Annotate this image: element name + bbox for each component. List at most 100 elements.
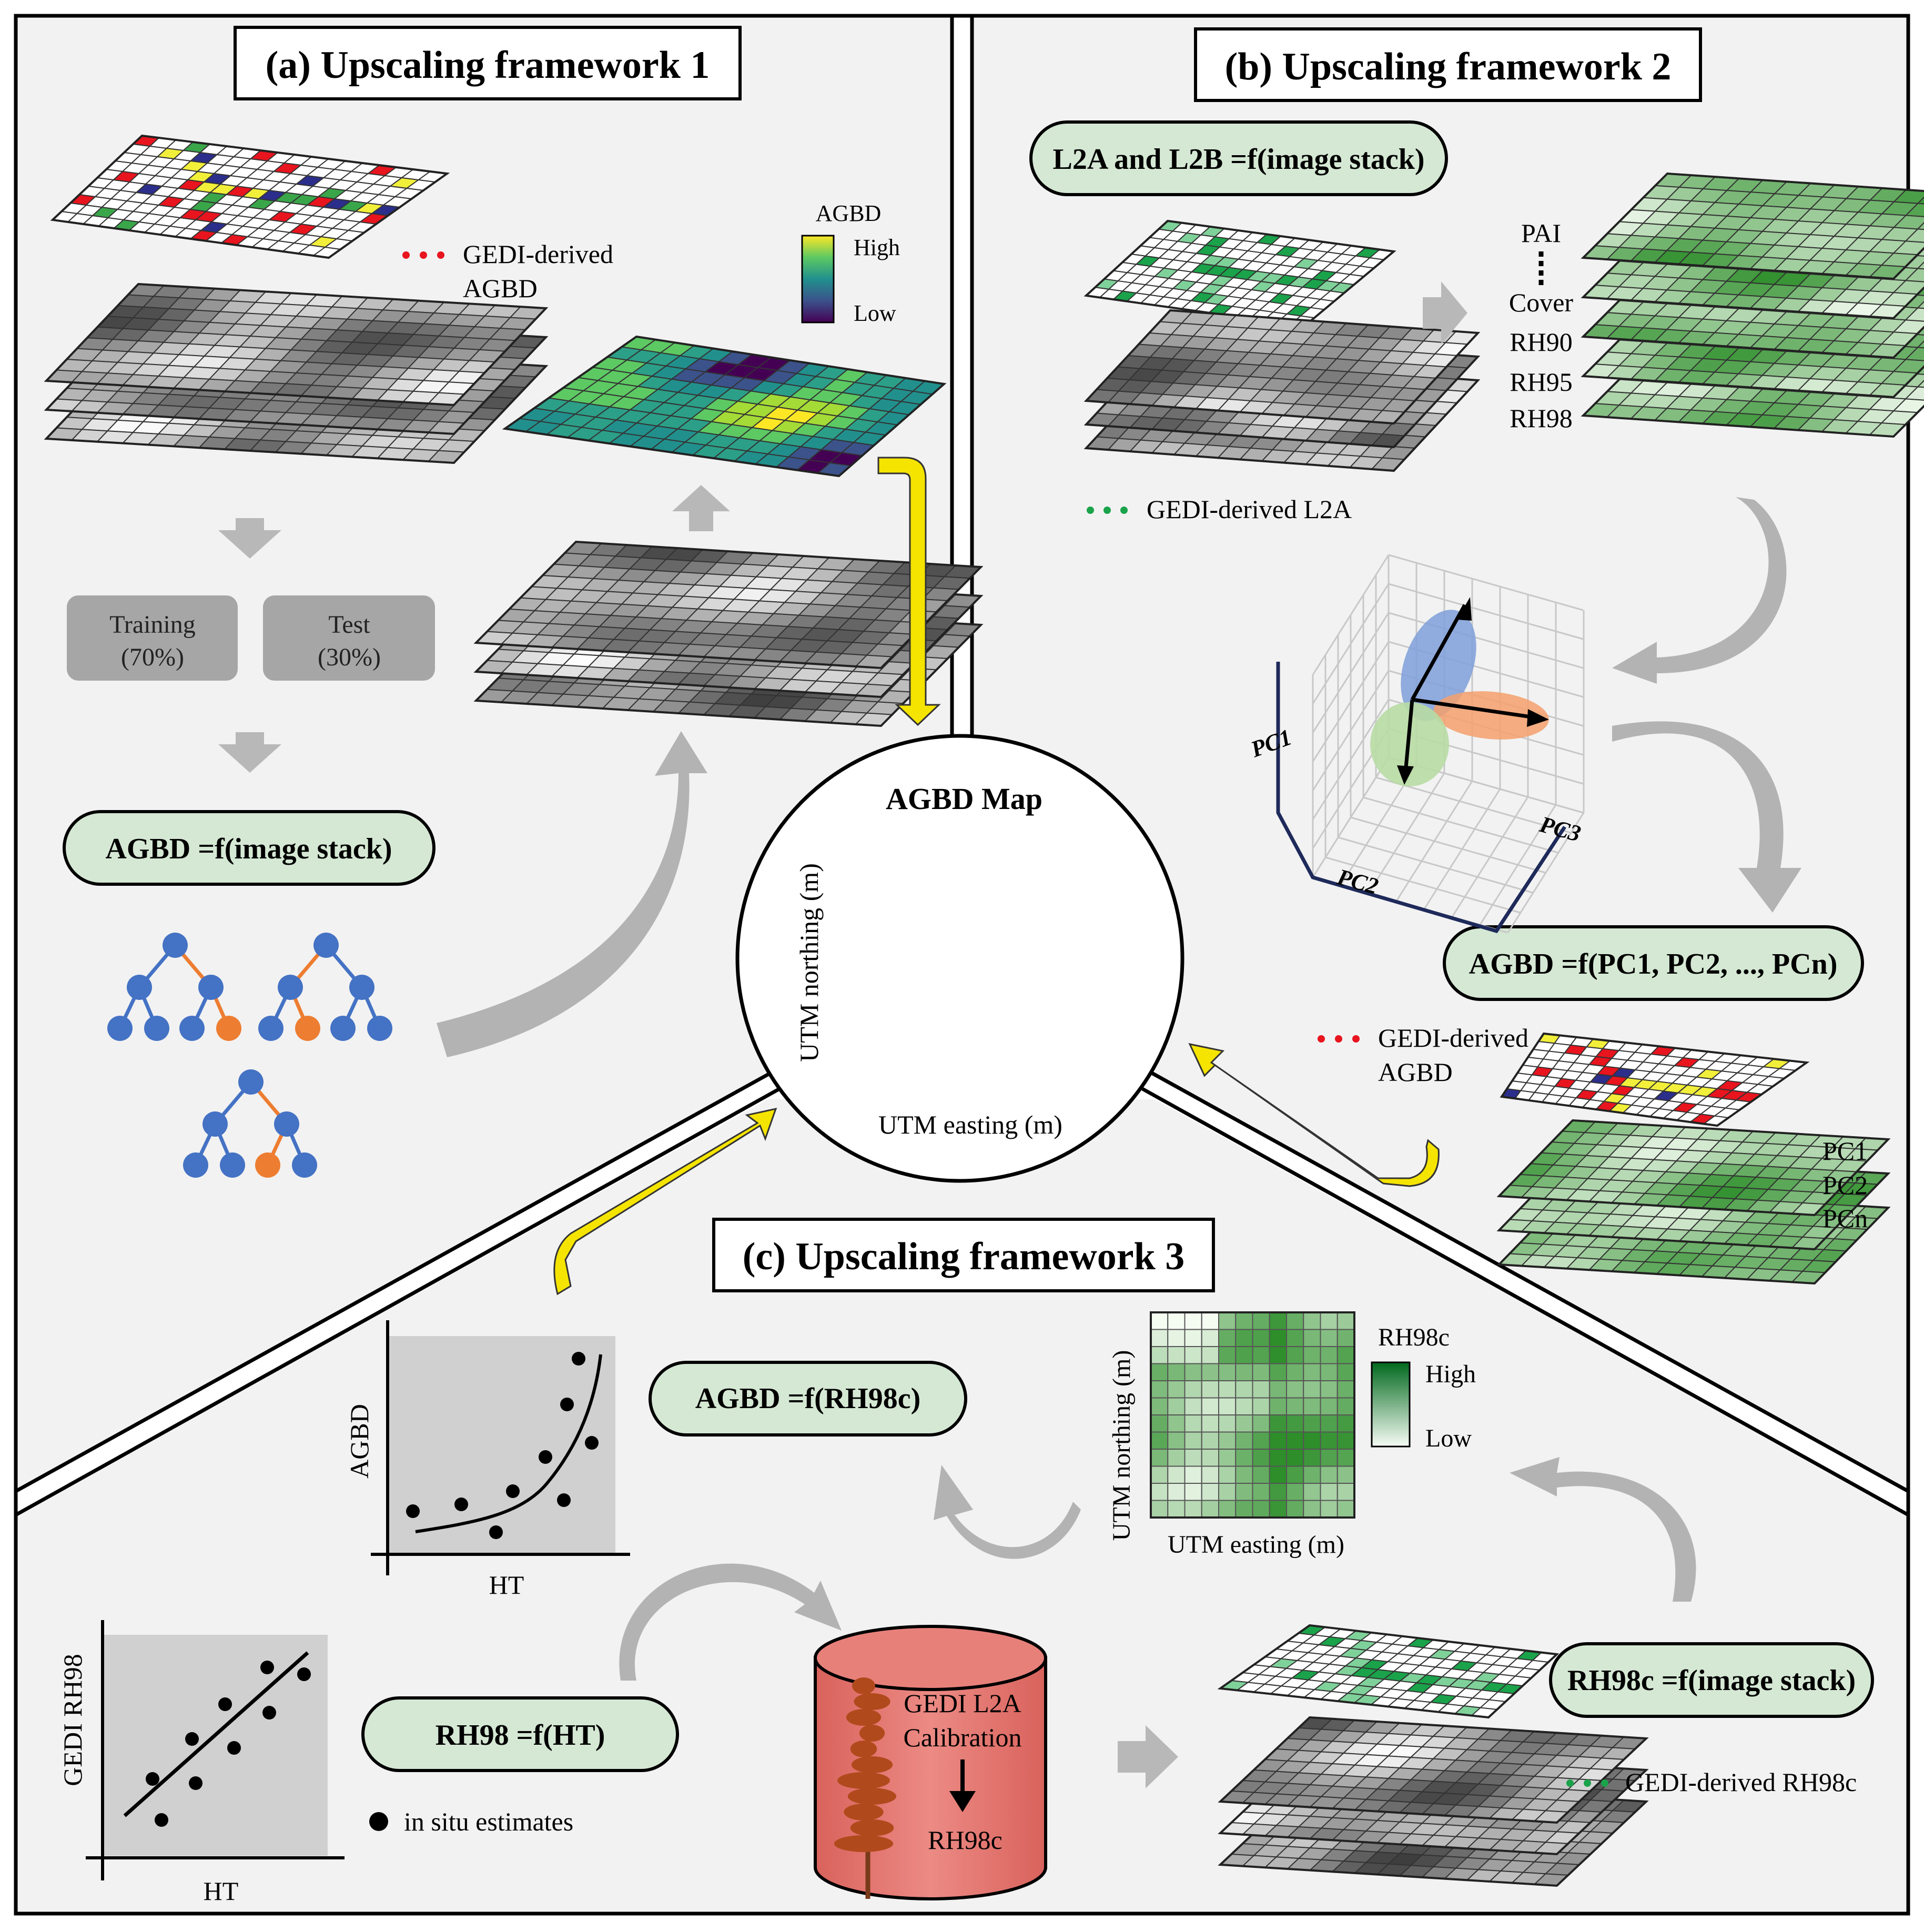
svg-text:RH98 =f(HT): RH98 =f(HT)	[436, 1719, 605, 1752]
decision-tree-icon	[258, 933, 392, 1041]
svg-text:UTM easting (m): UTM easting (m)	[878, 1110, 1062, 1139]
image-stack-b	[1083, 309, 1481, 472]
curved-arrow-c3	[619, 1563, 842, 1681]
svg-text:(a) Upscaling framework 1: (a) Upscaling framework 1	[266, 44, 710, 87]
legend-insitu: in situ estimates	[369, 1807, 573, 1836]
model-rh98c-agbd: AGBD =f(RH98c)	[649, 1361, 967, 1437]
model-agbd-a: AGBD =f(image stack)	[63, 810, 436, 886]
curved-arrow-c1	[934, 1465, 1081, 1559]
svg-text:RH98c: RH98c	[1378, 1323, 1450, 1351]
svg-text:AGBD Map: AGBD Map	[886, 782, 1042, 816]
pc-stack-b-layer-1	[1496, 1119, 1891, 1217]
svg-text:AGBD: AGBD	[816, 200, 882, 226]
gedi-rh98c-layer-c	[1217, 1624, 1560, 1719]
svg-text:AGBD =f(RH98c): AGBD =f(RH98c)	[695, 1382, 921, 1415]
model-l2a-l2b: L2A and L2B =f(image stack)	[1029, 120, 1448, 196]
yellow-arrow-a	[877, 457, 941, 726]
title-a: (a) Upscaling framework 1	[234, 26, 742, 100]
arrow-down-a1	[218, 518, 281, 559]
arrow-up-a	[672, 485, 730, 531]
svg-text:UTM northing (m): UTM northing (m)	[1108, 1350, 1136, 1541]
model-rh98-ht: RH98 =f(HT)	[361, 1696, 679, 1772]
gedi-calibration-cylinder: GEDI L2A Calibration RH98c	[814, 1625, 1047, 1900]
rh98c-legend: RH98c High Low	[1371, 1323, 1476, 1452]
svg-text:AGBD =f(image stack): AGBD =f(image stack)	[105, 833, 392, 865]
legend-gedi-l2a: GEDI-derived L2A	[1087, 494, 1352, 524]
svg-text:in situ estimates: in situ estimates	[404, 1807, 573, 1836]
title-c: (c) Upscaling framework 3	[712, 1218, 1215, 1292]
pc-layer-labels: PC1 PC2 PCn	[1822, 1136, 1868, 1233]
test-box: Test (30%)	[263, 595, 435, 681]
curved-arrow-b1	[1612, 497, 1787, 684]
scatter-point	[557, 1493, 571, 1507]
svg-text:GEDI-derived L2A: GEDI-derived L2A	[1147, 494, 1352, 524]
svg-text:GEDI RH98: GEDI RH98	[58, 1654, 87, 1786]
svg-text:UTM easting (m): UTM easting (m)	[1168, 1531, 1344, 1559]
svg-text:RH98c =f(image stack): RH98c =f(image stack)	[1567, 1664, 1856, 1697]
scatter-point	[185, 1732, 199, 1746]
svg-text:(b) Upscaling framework 2: (b) Upscaling framework 2	[1225, 45, 1672, 88]
scatter-point	[454, 1498, 468, 1511]
svg-text:Calibration: Calibration	[904, 1723, 1022, 1752]
scatter-point	[218, 1697, 232, 1711]
svg-text:PC1: PC1	[1822, 1136, 1868, 1166]
svg-text:GEDI-derived: GEDI-derived	[1378, 1023, 1528, 1053]
svg-text:AGBD: AGBD	[345, 1404, 374, 1479]
svg-text:AGBD =f(PC1, PC2, ..., PCn): AGBD =f(PC1, PC2, ..., PCn)	[1469, 948, 1838, 980]
metric-stack-b	[1581, 172, 1924, 438]
svg-text:Cover: Cover	[1509, 288, 1574, 317]
agbd-map-circle: AGBD Map UTM northing (m) UTM easting (m…	[735, 734, 1184, 1183]
arrow-down-a2	[218, 732, 281, 773]
plot-agbd-ht: AGBD HT	[345, 1320, 630, 1600]
colorbar-agbd: AGBD High Low	[801, 200, 900, 326]
random-forest-trees	[107, 933, 392, 1178]
scatter-point	[506, 1484, 520, 1498]
rh98c-map: UTM northing (m) UTM easting (m)	[1108, 1311, 1355, 1559]
scatter-point	[297, 1667, 311, 1681]
svg-text:GEDI-derived: GEDI-derived	[463, 239, 613, 269]
svg-text:UTM northing (m): UTM northing (m)	[794, 863, 824, 1062]
scatter-point	[155, 1813, 168, 1827]
gedi-l2a-layer-b	[1083, 219, 1396, 328]
svg-text:PAI: PAI	[1521, 218, 1561, 248]
decision-tree-icon	[107, 933, 241, 1041]
curved-arrow-a	[437, 731, 707, 1057]
scatter-point	[260, 1661, 274, 1674]
model-rh98c-stack: RH98c =f(image stack)	[1549, 1642, 1874, 1718]
image-stack-c	[1218, 1716, 1649, 1887]
legend-gedi-agbd-b: GEDI-derived AGBD	[1318, 1023, 1528, 1087]
svg-text:Training: Training	[109, 611, 196, 639]
svg-text:GEDI L2A: GEDI L2A	[904, 1688, 1021, 1718]
scatter-point	[146, 1772, 159, 1786]
svg-text:GEDI-derived RH98c: GEDI-derived RH98c	[1625, 1767, 1857, 1797]
predicted-agbd-map-a	[502, 335, 947, 478]
gedi-agbd-layer-a	[50, 134, 450, 259]
svg-text:RH90: RH90	[1510, 327, 1572, 357]
scatter-point	[406, 1504, 420, 1518]
svg-text:RH98: RH98	[1510, 403, 1572, 433]
scatter-point	[489, 1525, 503, 1539]
scatter-point	[560, 1398, 574, 1411]
arrow-right-c	[1118, 1725, 1178, 1788]
title-b: (b) Upscaling framework 2	[1194, 27, 1702, 102]
image-stack-a2	[473, 540, 984, 727]
metric-labels: PAI Cover RH90 RH95 RH98	[1509, 218, 1574, 433]
svg-text:RH95: RH95	[1510, 367, 1572, 397]
svg-text:Test: Test	[328, 611, 370, 639]
image-stack-a2-layer-1	[473, 540, 984, 670]
svg-text:AGBD: AGBD	[1378, 1057, 1453, 1087]
svg-text:Low: Low	[1425, 1424, 1472, 1452]
curved-arrow-c2	[1510, 1457, 1696, 1602]
scatter-point	[189, 1776, 202, 1790]
image-stack-b-layer-1	[1083, 309, 1481, 425]
svg-text:PC2: PC2	[1822, 1170, 1868, 1200]
model-pc: AGBD =f(PC1, PC2, ..., PCn)	[1443, 925, 1864, 1001]
image-stack-a1	[44, 282, 549, 464]
arrow-right-b	[1423, 281, 1467, 345]
svg-text:High: High	[1425, 1360, 1476, 1388]
svg-text:High: High	[854, 235, 900, 260]
gedi-agbd-layer-b	[1500, 1032, 1810, 1127]
training-box: Training (70%)	[67, 595, 238, 681]
